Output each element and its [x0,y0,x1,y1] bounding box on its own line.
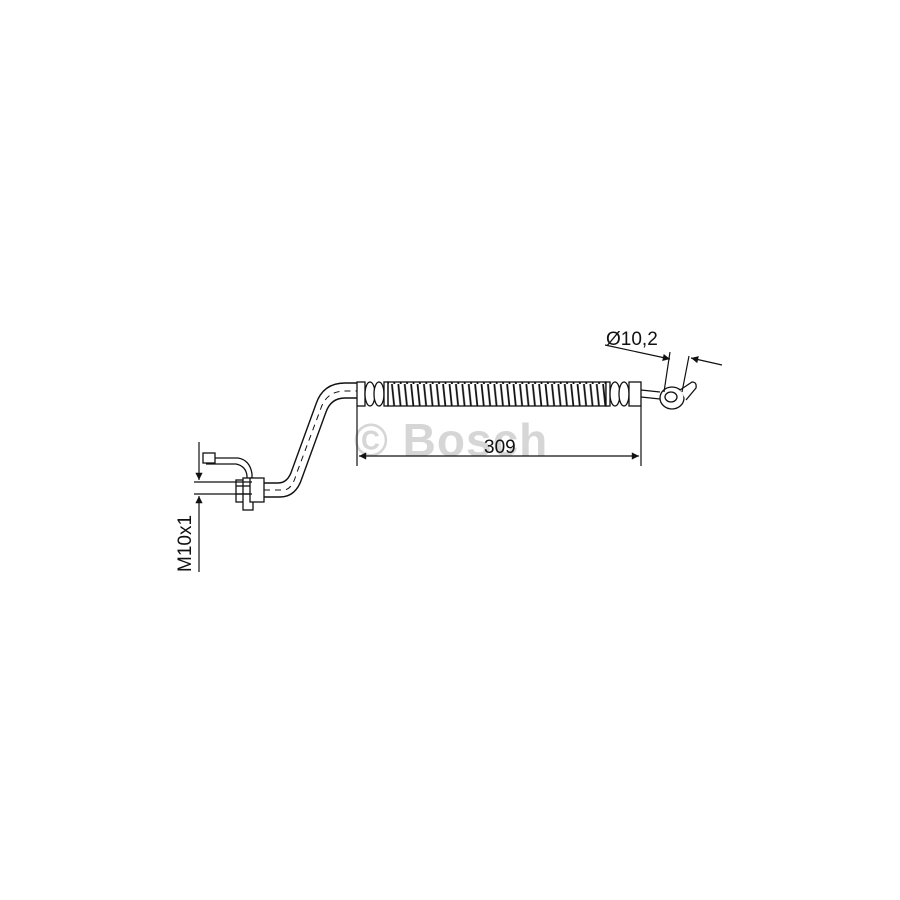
diameter-dimension [604,344,723,393]
left-crimp [356,381,389,407]
right-crimp [605,381,642,407]
flexible-hose [387,381,607,407]
thread-dimension [194,442,252,572]
length-dimension [356,406,642,466]
rigid-pipe [262,382,360,498]
diameter-label: Ø10,2 [606,329,658,350]
length-label: 309 [484,437,516,458]
banjo-fitting [640,381,697,410]
thread-label: M10x1 [175,514,196,572]
